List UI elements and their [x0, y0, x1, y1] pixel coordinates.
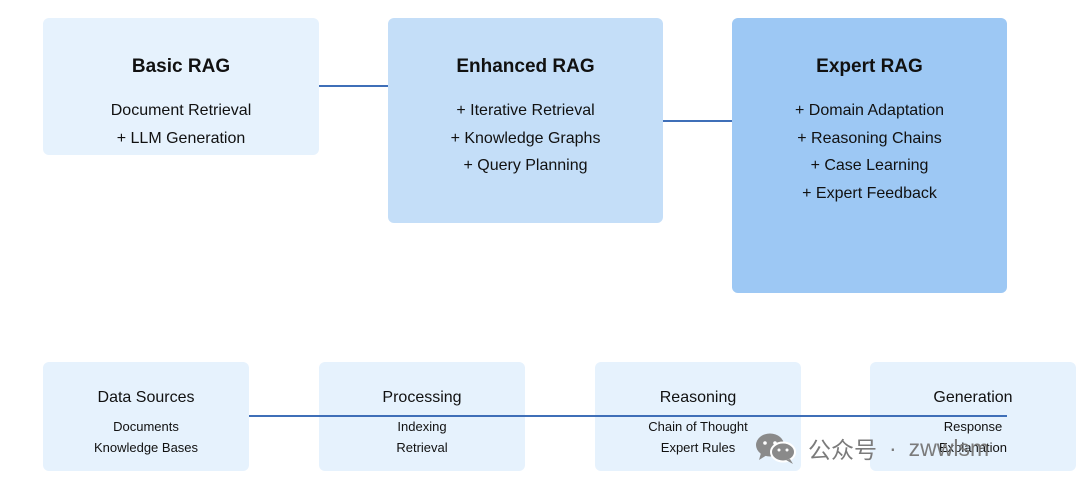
stage-title: Data Sources	[97, 389, 195, 406]
tier-title: Enhanced RAG	[456, 56, 595, 77]
watermark-separator: ·	[889, 434, 897, 461]
tier-features: + Domain Adaptation + Reasoning Chains +…	[732, 97, 1007, 207]
tier-feature: Document Retrieval	[110, 102, 252, 119]
stage-title: Processing	[382, 389, 462, 406]
tier-feature: + Domain Adaptation	[795, 102, 944, 119]
stage-item: Explanation	[939, 439, 1007, 455]
stage-items: Documents Knowledge Bases	[43, 417, 249, 458]
tier-feature: + Case Learning	[810, 157, 929, 174]
stage-data-sources: Data Sources Documents Knowledge Bases	[43, 362, 249, 471]
stage-item: Documents	[113, 419, 179, 434]
tier-title: Basic RAG	[131, 56, 231, 77]
stage-item: Indexing	[397, 419, 447, 434]
stage-item: Expert Rules	[660, 439, 736, 455]
tier-feature: + Reasoning Chains	[797, 129, 942, 147]
wechat-icon	[756, 433, 796, 464]
tier-feature: + Iterative Retrieval	[456, 102, 595, 119]
connector-basic-enhanced	[319, 85, 388, 87]
stage-items: Indexing Retrieval	[319, 417, 525, 458]
pipeline-connector	[249, 415, 1007, 417]
stage-items: Chain of Thought Expert Rules	[595, 417, 801, 458]
tier-feature: + Query Planning	[463, 157, 588, 174]
watermark-handle: zwwlsm	[908, 434, 990, 461]
tier-feature: + Expert Feedback	[802, 184, 937, 202]
tier-expert-rag: Expert RAG + Domain Adaptation + Reasoni…	[732, 18, 1007, 293]
watermark-label: 公众号	[808, 437, 877, 463]
stage-item: Response	[943, 419, 1003, 434]
stage-title: Reasoning	[659, 389, 737, 406]
tier-title: Expert RAG	[816, 56, 923, 77]
tier-feature: + LLM Generation	[116, 129, 246, 147]
stage-items: Response Explanation	[870, 417, 1076, 458]
tier-basic-rag: Basic RAG Document Retrieval + LLM Gener…	[43, 18, 319, 155]
stage-item: Retrieval	[396, 439, 448, 455]
stage-item: Knowledge Bases	[93, 439, 199, 455]
stage-item: Chain of Thought	[648, 419, 748, 434]
watermark: 公众号 · zwwlsm	[754, 428, 989, 468]
tier-features: + Iterative Retrieval + Knowledge Graphs…	[388, 97, 663, 180]
stage-title: Generation	[933, 389, 1013, 406]
connector-enhanced-expert	[663, 120, 732, 122]
tier-enhanced-rag: Enhanced RAG + Iterative Retrieval + Kno…	[388, 18, 663, 223]
tier-features: Document Retrieval + LLM Generation	[43, 97, 319, 152]
tier-feature: + Knowledge Graphs	[450, 129, 601, 147]
